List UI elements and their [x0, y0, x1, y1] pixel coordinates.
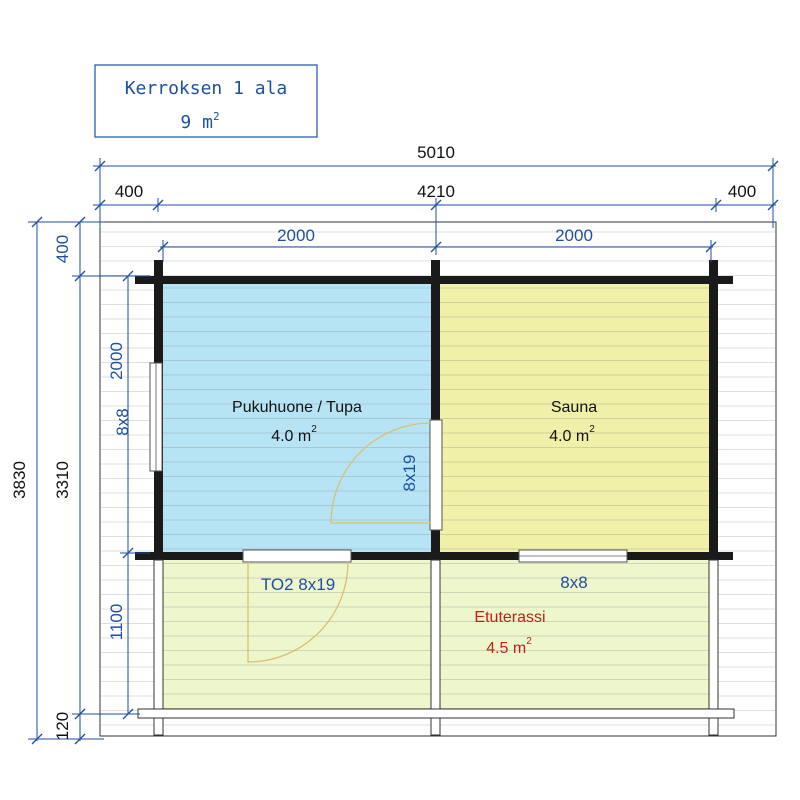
room-dressing-fill — [160, 283, 435, 553]
dim-overall-width: 5010 — [417, 143, 455, 162]
terrace-posts — [137, 559, 735, 736]
terrace-label: Etuterassi — [474, 609, 545, 626]
terrace-area: 4.5 m2 — [486, 636, 532, 657]
room-sauna-area: 4.0 m2 — [549, 424, 595, 445]
door-swing-front — [247, 561, 349, 663]
title-line1: Kerroksen 1 ala — [125, 78, 288, 99]
room-sauna-fill — [440, 283, 713, 553]
dim-left-overhang: 400 — [115, 182, 143, 201]
door-frame-interior — [429, 419, 443, 531]
dim-total-depth: 3830 — [10, 461, 29, 499]
dim-right-room-width: 2000 — [555, 226, 593, 245]
dim-top-overhang: 400 — [53, 235, 72, 263]
dim-depth-to-terrace: 3310 — [53, 461, 72, 499]
door-interior-label: 8x19 — [400, 455, 419, 492]
window-sauna-label: 8x8 — [560, 573, 587, 592]
dim-room-depth: 2000 — [107, 342, 126, 380]
door-swing-interior — [330, 422, 432, 524]
dim-terrace-depth: 1100 — [107, 604, 126, 641]
room-dressing-label: Pukuhuone / Tupa — [232, 399, 362, 416]
dim-left-room-width: 2000 — [277, 226, 315, 245]
dim-bottom-edge: 120 — [53, 712, 72, 740]
room-dressing-area: 4.0 m2 — [271, 424, 317, 445]
dim-right-overhang: 400 — [728, 182, 756, 201]
room-sauna-label: Sauna — [551, 399, 597, 416]
door-frame-front — [242, 549, 352, 563]
window-left-label: 8x8 — [113, 408, 132, 435]
title-line2: 9 m2 — [180, 110, 219, 133]
door-front-label: TO2 8x19 — [261, 575, 335, 594]
dim-middle-width: 4210 — [417, 182, 455, 201]
title-box — [94, 64, 318, 138]
dimension-ticks — [31, 160, 779, 745]
